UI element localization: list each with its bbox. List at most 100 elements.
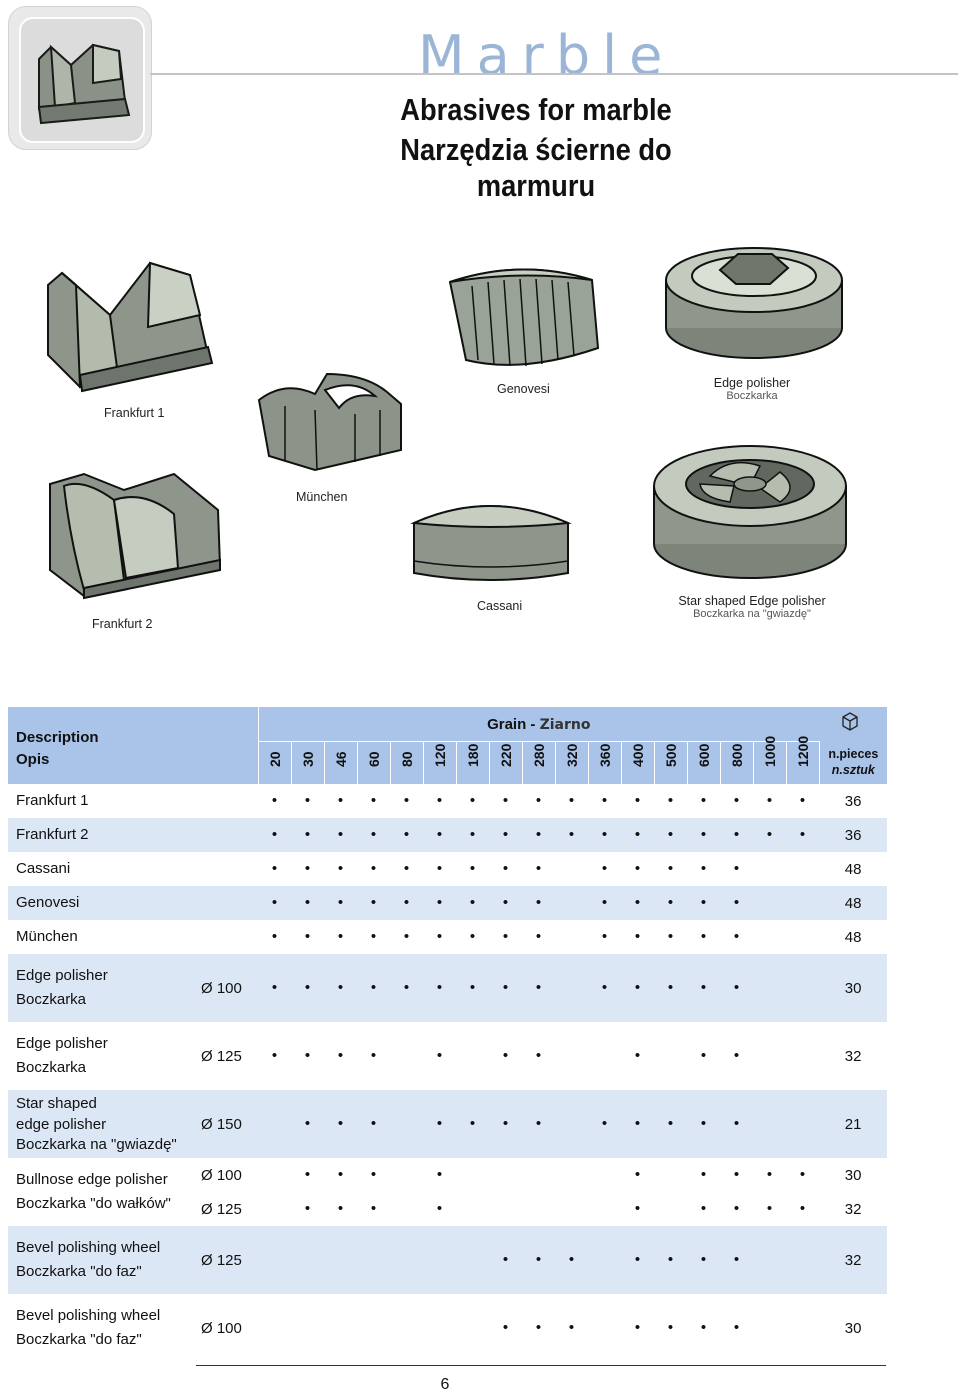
grit-header-800: 800 — [720, 741, 754, 784]
grain-cell-800: • — [733, 928, 740, 945]
genovesi-illustration — [448, 268, 600, 367]
grain-cell-20: • — [258, 818, 292, 852]
table-row: Frankfurt 1•••••••••••••••••36 — [8, 784, 887, 818]
grain-cell-220 — [489, 1158, 522, 1192]
grain-cell-120: • — [423, 1090, 457, 1158]
grit-header-120: 120 — [423, 741, 457, 784]
grain-cell-1200: • — [786, 818, 820, 852]
grain-cell-180: • — [469, 792, 476, 809]
grain-cell-30: • — [291, 1090, 325, 1158]
row-piece-count: 48 — [844, 860, 862, 878]
grain-cell-30: • — [304, 928, 311, 945]
grain-cell-320 — [555, 886, 589, 920]
grain-cell-800: • — [733, 1047, 740, 1064]
grain-cell-46: • — [337, 1166, 344, 1183]
grain-cell-120: • — [436, 928, 443, 945]
grain-cell-20 — [258, 1226, 292, 1294]
grain-cell-400: • — [634, 1319, 641, 1336]
grain-cell-1000: • — [766, 1166, 773, 1183]
specification-table: Description Opis Grain - Ziarno n.pieces… — [8, 707, 888, 1362]
product-caption: München — [296, 490, 348, 504]
grain-cell-800: • — [733, 1166, 740, 1183]
grain-cell-120: • — [436, 1200, 443, 1217]
grit-header-400: 400 — [621, 741, 655, 784]
grain-cell-600: • — [687, 886, 721, 920]
product-caption: Frankfurt 2 — [92, 617, 153, 631]
grain-cell-220: • — [489, 954, 523, 1022]
grain-cell-1000 — [753, 1022, 786, 1090]
grain-cell-180: • — [456, 886, 490, 920]
grain-cell-500: • — [654, 1226, 688, 1294]
grain-cell-1000 — [753, 1294, 786, 1362]
grain-cell-60: • — [370, 860, 377, 877]
page-number: 6 — [440, 1376, 450, 1393]
row-description: Frankfurt 2 — [8, 818, 196, 852]
grain-cell-360: • — [588, 818, 622, 852]
grain-cell-1000: • — [753, 818, 787, 852]
grain-cell-220: • — [502, 1047, 509, 1064]
grain-cell-280: • — [535, 1047, 542, 1064]
grain-cell-320 — [555, 852, 588, 886]
grain-cell-46: • — [324, 954, 358, 1022]
grain-cell-20: • — [258, 886, 292, 920]
grain-cell-800: • — [720, 886, 754, 920]
row-diameter — [196, 886, 259, 920]
grain-cell-30: • — [291, 886, 325, 920]
grain-cell-60: • — [357, 1090, 391, 1158]
grain-cell-500 — [654, 1158, 687, 1192]
grain-cell-600: • — [700, 928, 707, 945]
grain-cell-360 — [588, 1192, 621, 1226]
grain-cell-500: • — [654, 1090, 688, 1158]
grain-cell-20 — [258, 1158, 291, 1192]
grain-cell-320 — [555, 1090, 589, 1158]
row-diameter — [196, 852, 258, 886]
grain-cell-46: • — [324, 886, 358, 920]
grain-cell-220: • — [489, 818, 523, 852]
grain-cell-60: • — [370, 1166, 377, 1183]
grain-cell-30: • — [304, 792, 311, 809]
grain-cell-800: • — [720, 1090, 754, 1158]
row-diameter: Ø 100 — [201, 1166, 242, 1184]
grain-cell-360: • — [601, 860, 608, 877]
row-diameter: Ø 100 — [201, 1319, 242, 1337]
grain-cell-600: • — [700, 1200, 707, 1217]
row-description: München — [16, 928, 78, 945]
grain-cell-360: • — [588, 954, 622, 1022]
grain-cell-180 — [456, 1192, 489, 1226]
row-piece-count: 36 — [819, 818, 888, 852]
title-polish: Narzędzia ścierne do marmuru — [400, 132, 672, 203]
grain-cell-30: • — [304, 1166, 311, 1183]
grain-cell-220: • — [489, 886, 523, 920]
grain-cell-60: • — [357, 818, 391, 852]
grain-cell-80 — [390, 1294, 423, 1362]
grain-cell-400: • — [634, 1166, 641, 1183]
grain-cell-60: • — [357, 886, 391, 920]
grain-cell-1200 — [786, 852, 819, 886]
row-piece-count: 30 — [844, 1166, 862, 1184]
row-diameter: Ø 150 — [196, 1090, 259, 1158]
grain-cell-500: • — [654, 954, 688, 1022]
grain-cell-360 — [588, 1226, 622, 1294]
grain-cell-46: • — [337, 860, 344, 877]
frankfurt2-illustration — [49, 472, 222, 600]
grain-cell-800: • — [720, 954, 754, 1022]
grain-cell-800: • — [733, 1200, 740, 1217]
grain-cell-1000 — [753, 1090, 787, 1158]
grain-cell-400: • — [634, 860, 641, 877]
grain-cell-20 — [258, 1192, 291, 1226]
grain-cell-280 — [522, 1158, 555, 1192]
grit-header-1000: 1000 — [753, 736, 787, 784]
grain-cell-500: • — [654, 886, 688, 920]
edge-polisher-illustration — [665, 247, 843, 359]
table-row: München••••••••••••••48 — [8, 920, 887, 954]
grain-cell-1000 — [753, 1226, 787, 1294]
grain-cell-120 — [423, 1294, 456, 1362]
grain-cell-120: • — [423, 818, 457, 852]
grit-header-30: 30 — [291, 741, 325, 784]
frankfurt-logo-icon — [37, 43, 131, 125]
